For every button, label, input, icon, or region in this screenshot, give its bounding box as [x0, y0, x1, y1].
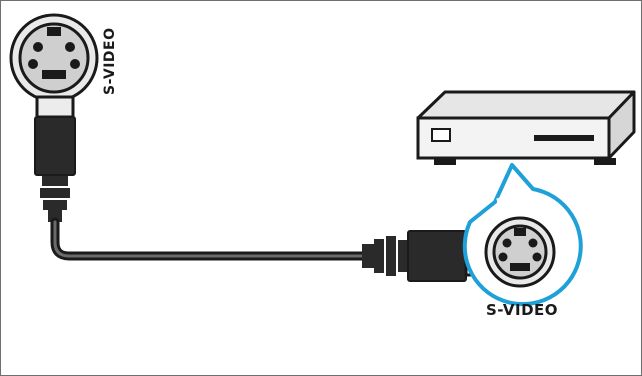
- set-top-box-icon: [416, 90, 636, 165]
- tv-s-video-port-icon: [9, 13, 99, 103]
- device-s-video-port-icon: [484, 216, 556, 288]
- tv-port-label: S-VIDEO: [102, 27, 118, 95]
- device-port-label: S-VIDEO: [486, 301, 558, 319]
- cable-plug-icon: [34, 95, 76, 222]
- cable-wire: [50, 217, 371, 261]
